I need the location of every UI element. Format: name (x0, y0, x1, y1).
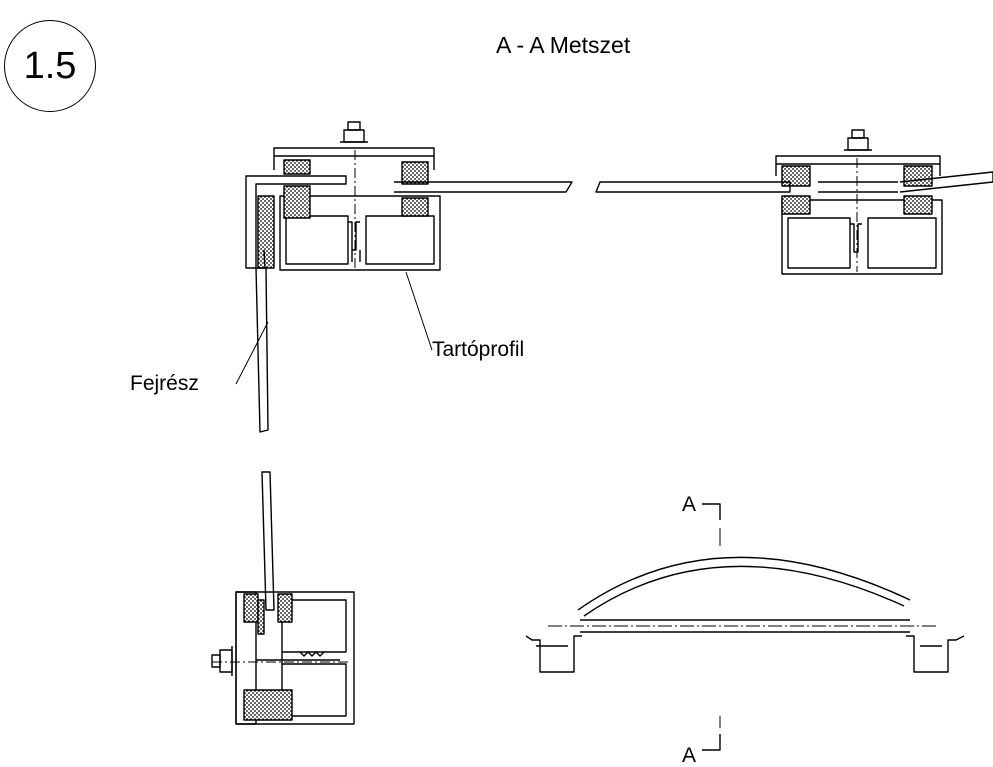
label-cut-mark-top: A (682, 493, 697, 516)
skylight-elevation (525, 503, 965, 751)
section-left-profile (245, 121, 573, 433)
label-support-profile: Tartóprofil (432, 338, 525, 361)
section-cut-mark-bottom (702, 734, 721, 751)
detail-number: 1.5 (23, 44, 77, 87)
bolt-icon (211, 646, 233, 676)
bolt-icon (340, 121, 368, 143)
label-head-part: Fejrész (130, 372, 199, 395)
bolt-icon (844, 129, 872, 151)
label-cut-mark-bottom: A (682, 744, 697, 767)
leader-line (235, 321, 269, 385)
section-bottom-profile (211, 471, 355, 725)
detail-number-badge: 1.5 (4, 20, 96, 112)
leader-line (405, 271, 433, 351)
section-title: A - A Metszet (496, 32, 631, 58)
section-cut-mark-top (702, 503, 721, 520)
section-right-profile (595, 129, 993, 275)
